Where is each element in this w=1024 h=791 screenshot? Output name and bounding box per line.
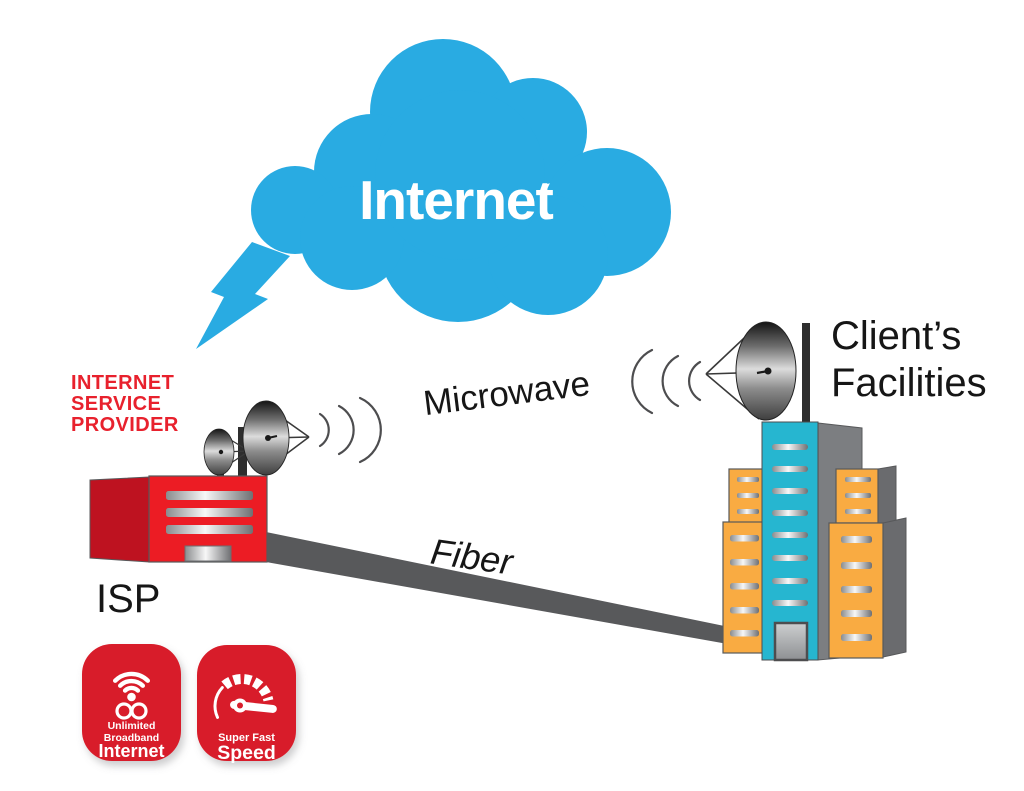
microwave-link: Microwave [318, 348, 702, 464]
badge-line: Super Fast [218, 732, 275, 744]
isp-building-vents [166, 491, 253, 534]
signal-waves-icon [631, 348, 702, 415]
isp-label: ISP [96, 577, 160, 621]
speedometer-icon [213, 674, 277, 719]
wifi-infinity-icon [113, 671, 150, 720]
client-facilities-label-1: Client’s [831, 314, 961, 358]
building-side [877, 465, 897, 525]
badge-line: Broadband [104, 732, 159, 744]
isp-provider-title: INTERNET SERVICE PROVIDER [71, 372, 179, 436]
unlimited-internet-badge: Unlimited Broadband Internet [82, 644, 181, 761]
provider-line-3: PROVIDER [71, 414, 179, 436]
isp-building-icon: ISP [89, 400, 739, 646]
isp-building-side [89, 476, 150, 563]
isp-building-door [184, 545, 232, 562]
internet-cloud-label: Internet [359, 169, 553, 231]
client-facilities: Client’s Facilities [705, 314, 987, 662]
badge-line: Unlimited [108, 720, 156, 732]
office-tower-icon [761, 421, 819, 661]
badge-line: Speed [217, 742, 276, 764]
satellite-dish-icon [705, 321, 797, 421]
building-windows [730, 477, 872, 641]
super-fast-speed-badge: Super Fast Speed [197, 645, 296, 764]
provider-line-1: INTERNET [71, 372, 174, 394]
internet-cloud: Internet [196, 39, 671, 349]
fiber-line [266, 532, 739, 646]
building-side [882, 517, 907, 658]
signal-waves-icon [318, 396, 382, 464]
dish-mast [238, 427, 247, 478]
client-facilities-label-2: Facilities [831, 361, 987, 405]
tower-windows [772, 444, 808, 606]
provider-line-2: SERVICE [71, 393, 161, 415]
dish-mast [802, 323, 810, 428]
badge-line: Internet [98, 741, 164, 761]
cloud-shape [196, 39, 671, 349]
lightning-bolt-icon [196, 242, 290, 349]
satellite-dish-icon [242, 400, 310, 476]
tower-door [773, 621, 809, 662]
microwave-label: Microwave [421, 364, 592, 423]
